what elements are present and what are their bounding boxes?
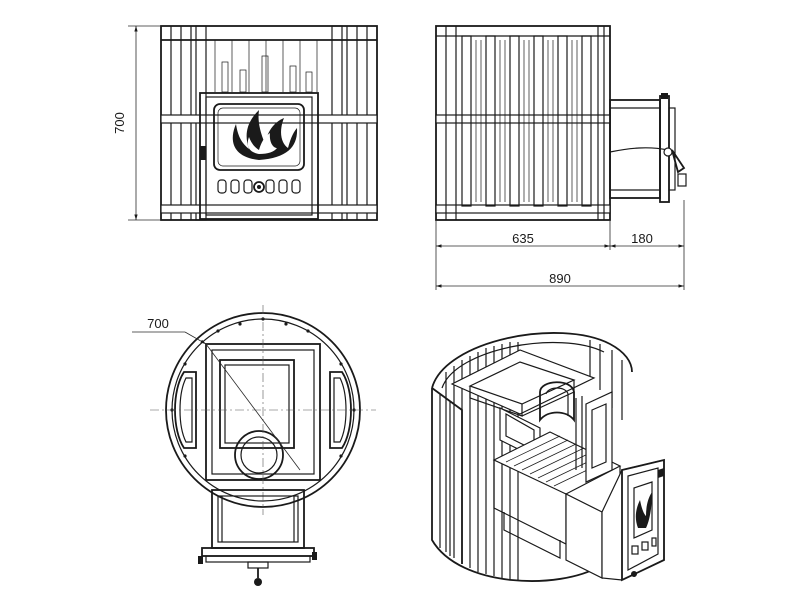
front-view: 700 (112, 25, 378, 221)
door-vents (217, 179, 301, 194)
side-tunnel (609, 93, 687, 203)
front-cage-bars (170, 25, 368, 221)
top-tunnel (198, 489, 317, 586)
dimension-front-height: 700 (112, 25, 161, 221)
side-cage-bars (445, 26, 605, 220)
dimension-top-diameter: 700 (132, 316, 207, 345)
dimension-label-635: 635 (512, 231, 534, 246)
dimension-label-180: 180 (631, 231, 653, 246)
dimension-label-700-top: 700 (147, 316, 169, 331)
dimension-label-700-front: 700 (112, 112, 127, 134)
iso-tunnel-door (565, 458, 665, 582)
front-upper-grill (214, 40, 318, 93)
isometric-cutaway-view (431, 332, 665, 582)
flame-icon (232, 110, 298, 160)
side-view: 635 180 890 (435, 25, 687, 290)
dimension-label-890: 890 (549, 271, 571, 286)
top-view: 700 (132, 305, 376, 586)
chimney-collar (234, 430, 284, 480)
dimension-side-width: 635 180 890 (435, 200, 685, 290)
door-glass (213, 103, 305, 171)
